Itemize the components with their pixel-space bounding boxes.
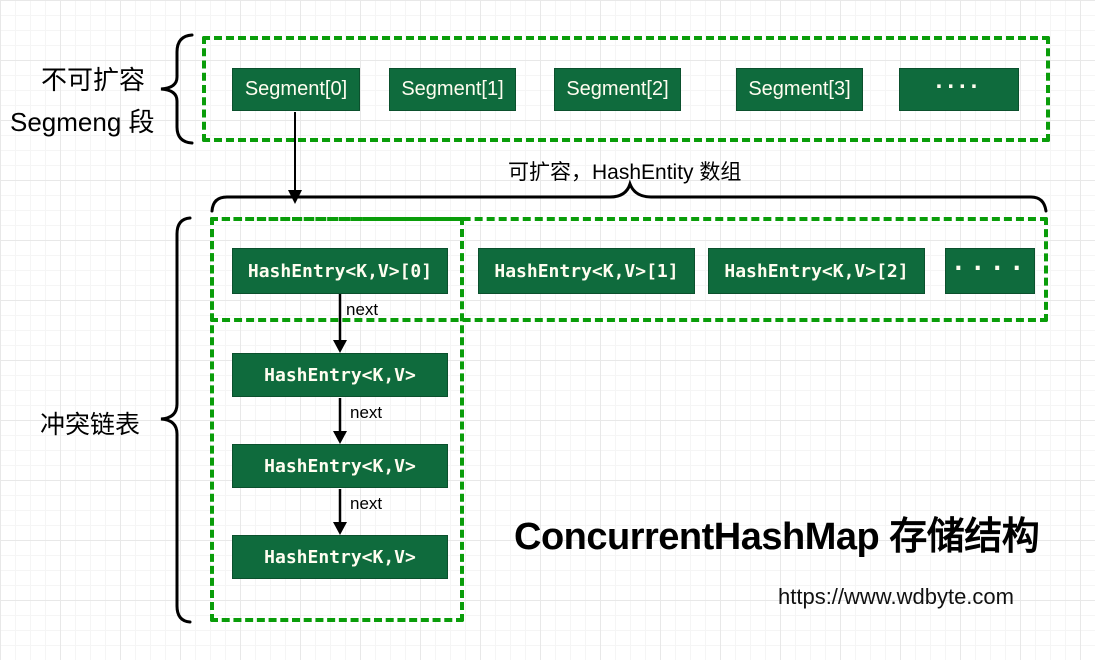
next-label-3: next <box>350 494 383 513</box>
hashentry-ellipsis-text: .... <box>951 248 1029 276</box>
collision-chain-dashed-box <box>210 217 464 622</box>
segment-section-brace <box>160 33 194 145</box>
hashentry-ellipsis-box: .... <box>945 248 1035 294</box>
website-url: https://www.wdbyte.com <box>778 584 1014 609</box>
segment-1-box: Segment[1] <box>389 68 516 111</box>
hashentry-array-label: 可扩容，HashEntity 数组 <box>508 161 742 184</box>
segment-section-label-line1: 不可扩容 <box>41 65 146 95</box>
chain-node-3-box: HashEntry<K,V> <box>232 535 448 579</box>
segment-0-box: Segment[0] <box>232 68 360 111</box>
chain-section-label: 冲突链表 <box>40 411 141 439</box>
hashentry-1-box: HashEntry<K,V>[1] <box>478 248 695 294</box>
next-label-1: next <box>346 300 379 319</box>
chain-node-1-box: HashEntry<K,V> <box>232 353 448 397</box>
segment-ellipsis-text: .... <box>935 66 983 94</box>
hashentry-2-box: HashEntry<K,V>[2] <box>708 248 925 294</box>
segment-2-box: Segment[2] <box>554 68 681 111</box>
hashentry-array-brace <box>210 179 1048 213</box>
diagram-title: ConcurrentHashMap 存储结构 <box>514 516 1040 558</box>
segment-3-box: Segment[3] <box>736 68 863 111</box>
segment-section-label-line2: Segmeng 段 <box>10 107 155 137</box>
chain-section-brace <box>160 216 192 624</box>
next-label-2: next <box>350 403 383 422</box>
chain-node-2-box: HashEntry<K,V> <box>232 444 448 488</box>
hashentry-0-box: HashEntry<K,V>[0] <box>232 248 448 294</box>
segment-ellipsis-box: .... <box>899 66 1019 111</box>
segment-array-dashed-box <box>202 36 1050 142</box>
